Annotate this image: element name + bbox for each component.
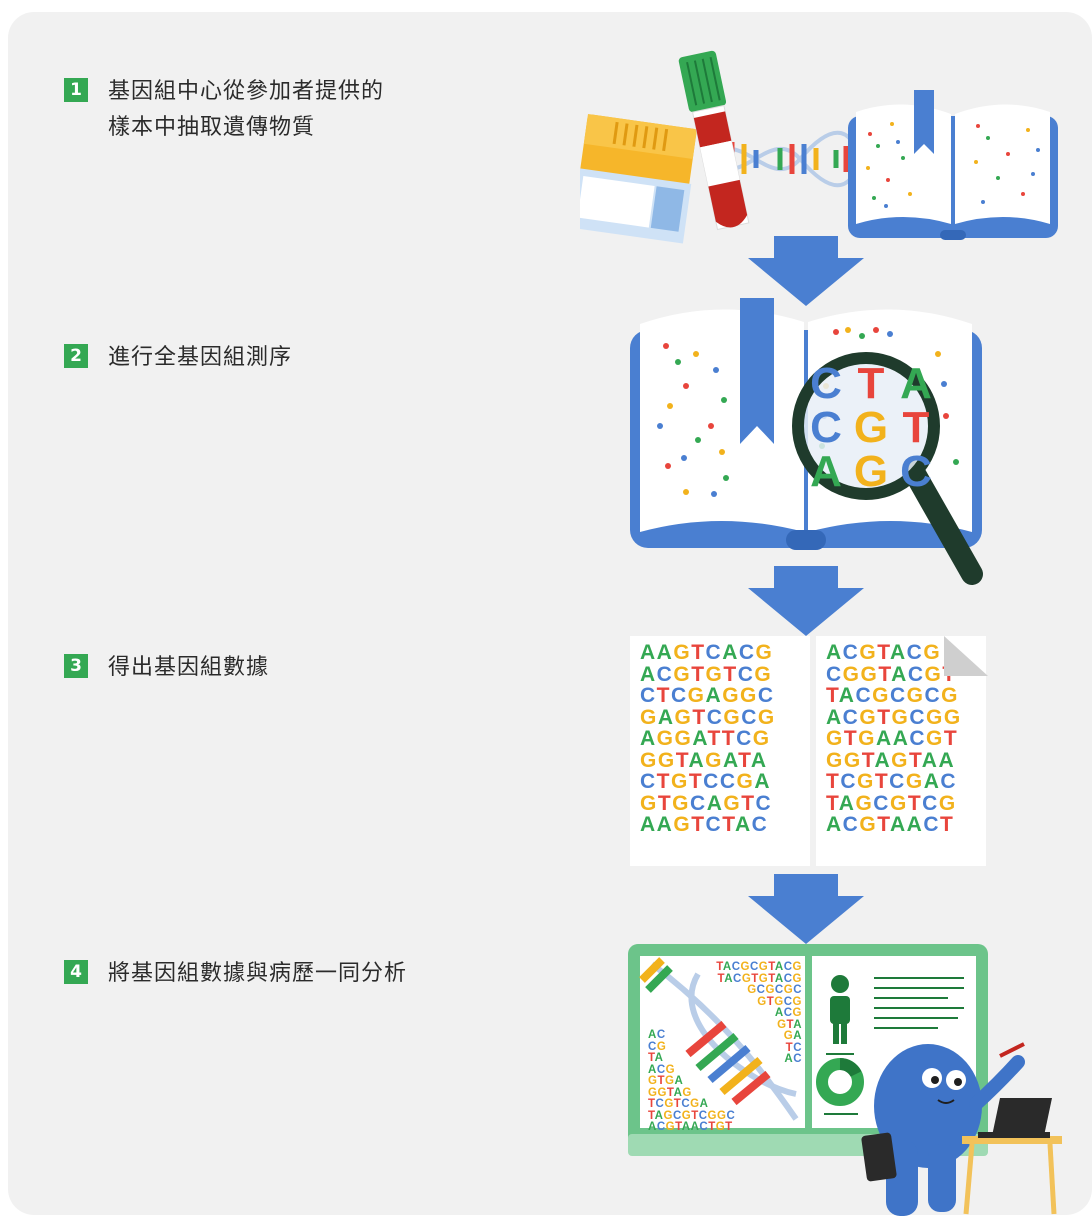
base-letter: C xyxy=(810,359,842,408)
base-letter: T xyxy=(903,403,930,452)
dna-helix-icon xyxy=(639,957,799,1121)
analysis-board-illustration xyxy=(628,944,1062,1216)
base-letter: C xyxy=(810,403,842,452)
sequence-line: AAGTCACG xyxy=(640,641,774,664)
step-text: 進行全基因組測序 xyxy=(108,345,293,370)
base-letter: C xyxy=(900,447,932,496)
sequence-line: GTA xyxy=(777,1018,802,1031)
sequence-line: GGTAGATA xyxy=(640,748,768,772)
sequence-line: GTGCAGTC xyxy=(640,791,773,815)
sequence-line: ACG xyxy=(774,1007,802,1019)
sequence-line: TAGCGTCGGC xyxy=(648,1109,736,1122)
sequence-line: ACGTACG xyxy=(826,641,942,664)
down-arrow-icon xyxy=(748,236,864,306)
sequence-line: GA xyxy=(783,1030,802,1042)
sequence-line: GTGCG xyxy=(757,995,802,1008)
specimen-box-icon xyxy=(580,114,697,244)
donut-chart-icon xyxy=(816,1058,864,1115)
sequence-line: ACGTAACTGT xyxy=(648,1121,733,1133)
mascot-icon xyxy=(861,1042,1025,1216)
sequencing-illustration: C T A C G T A G C xyxy=(630,298,983,585)
sample-tube-icon xyxy=(678,50,750,231)
page-fold-icon xyxy=(944,636,988,676)
sequence-line: GCGCGC xyxy=(747,984,802,996)
sequence-line: TACGCGCG xyxy=(826,684,959,707)
step-number-badge: 4 xyxy=(64,960,88,984)
text-lines xyxy=(874,977,964,1029)
sequence-line: TC xyxy=(785,1041,802,1054)
sequence-line: AAGTCTAC xyxy=(640,813,769,836)
sequence-line: GGTAGTAA xyxy=(826,748,956,772)
down-arrow-icon xyxy=(748,874,864,944)
down-arrow-icon xyxy=(748,566,864,636)
step-text: 將基因組數據與病歷一同分析 xyxy=(108,961,408,986)
sequence-line: GTGA xyxy=(648,1075,684,1087)
sequence-line: ACG xyxy=(648,1063,676,1076)
step-2: 2 進行全基因組測序 xyxy=(64,340,292,376)
sequence-line: CG xyxy=(648,1040,667,1053)
step-1: 1 基因組中心從參加者提供的 樣本中抽取遺傳物質 xyxy=(64,74,384,146)
sequence-line: TACGCGTACG xyxy=(716,961,802,973)
sequence-line: ACGTGTCG xyxy=(640,662,773,686)
step-text: 得出基因組數據 xyxy=(108,655,270,680)
sequence-line: AGGATTCG xyxy=(640,727,771,750)
person-icon xyxy=(826,975,854,1055)
sequence-line: AC xyxy=(784,1053,802,1065)
sequence-line: CTGTCCGA xyxy=(640,770,772,793)
step-number-badge: 2 xyxy=(64,344,88,368)
sequence-line: GAGTCGCG xyxy=(640,705,776,729)
base-letter: G xyxy=(854,447,888,496)
sequence-line: GGTAG xyxy=(648,1086,692,1099)
sequence-line: TCGTCGA xyxy=(648,1098,709,1110)
sample-extraction-illustration xyxy=(580,50,1058,244)
sequence-line: TCGTCGAC xyxy=(826,770,958,793)
sequence-line: ACGTGCGG xyxy=(826,705,962,729)
sequence-line: TA xyxy=(648,1052,664,1064)
sequence-line: GTGAACGT xyxy=(826,727,959,750)
base-letter: G xyxy=(854,403,888,452)
sequence-line: AC xyxy=(648,1029,666,1041)
step-text: 基因組中心從參加者提供的 樣本中抽取遺傳物質 xyxy=(108,79,385,140)
sequence-line: TACGTGTACG xyxy=(717,972,802,985)
laptop-icon xyxy=(962,1098,1062,1215)
base-letter: T xyxy=(858,359,885,408)
genome-book-icon xyxy=(848,90,1058,240)
sequence-line: ACGTAACT xyxy=(826,813,955,836)
base-letter: A xyxy=(900,359,932,408)
step-number-badge: 3 xyxy=(64,654,88,678)
sequence-line: TAGCGTCG xyxy=(826,791,957,815)
base-letter: A xyxy=(810,447,842,496)
step-number-badge: 1 xyxy=(64,78,88,102)
magnifier-icon: C T A C G T A G C xyxy=(792,352,983,585)
step-3: 3 得出基因組數據 xyxy=(64,650,269,686)
sequence-line: CTCGAGGC xyxy=(640,684,775,707)
step-4: 4 將基因組數據與病歷一同分析 xyxy=(64,956,407,992)
